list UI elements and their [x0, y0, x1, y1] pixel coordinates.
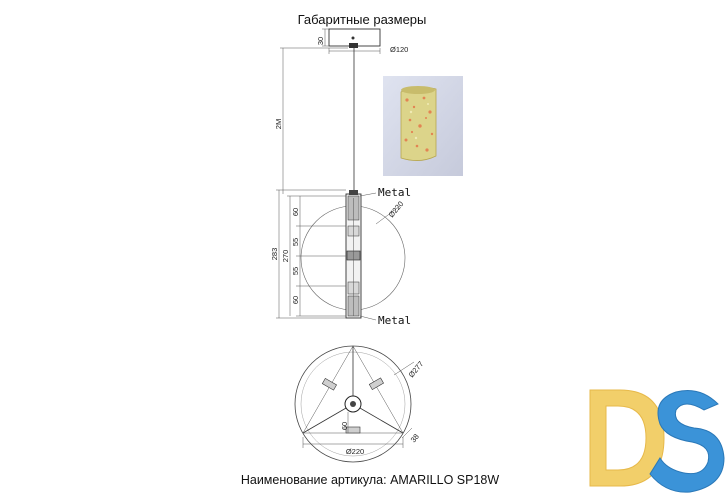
dim-outer-diameter: Ø277	[407, 359, 426, 379]
ds-logo	[589, 389, 725, 493]
dim-segment-4: 60	[291, 296, 300, 304]
suspension-cable: 2M	[274, 47, 355, 194]
canopy: 30 Ø120	[316, 28, 408, 54]
side-view: Ø220 Metal Metal 283 270 60 55 55 60	[270, 186, 411, 327]
material-label-bottom: Metal	[378, 314, 411, 327]
material-label-top: Metal	[378, 186, 411, 199]
dim-body-height: 270	[281, 250, 290, 263]
dim-segment-2: 55	[291, 238, 300, 246]
dim-cable-length: 2M	[274, 119, 283, 129]
dim-rim-width: 38	[409, 432, 421, 444]
dim-segment-1: 60	[291, 208, 300, 216]
dim-bottom-diameter: Ø220	[346, 447, 364, 456]
drawing-title: Габаритные размеры	[298, 12, 427, 27]
dim-total-height: 283	[270, 248, 279, 261]
plan-view: 60 Ø277 38 Ø220	[294, 345, 426, 463]
dim-canopy-height: 30	[316, 37, 325, 45]
dim-body-diameter: Ø220	[387, 199, 406, 219]
dim-hub-offset: 60	[340, 422, 349, 430]
dim-segment-3: 55	[291, 267, 300, 275]
dim-canopy-diameter: Ø120	[390, 45, 408, 54]
product-caption: Наименование артикула: AMARILLO SP18W	[241, 473, 500, 487]
product-photo	[383, 76, 463, 176]
